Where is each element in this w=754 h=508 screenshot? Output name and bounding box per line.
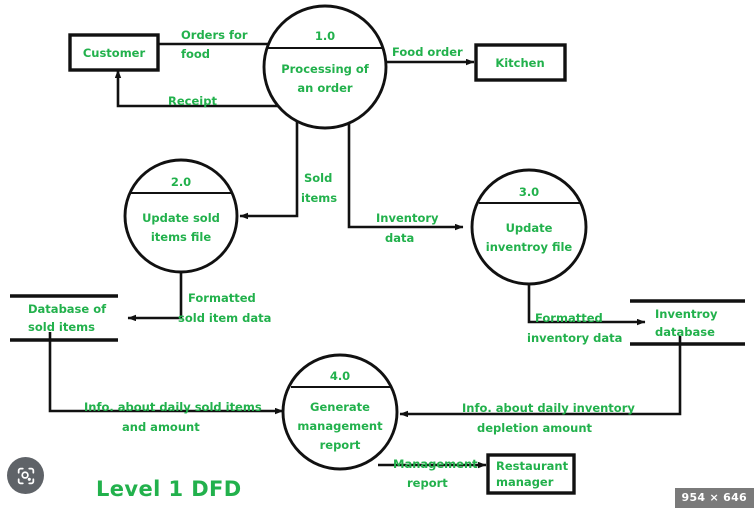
flow-food-order-line1: Food order <box>392 45 463 59</box>
process-4-label-line1: Generate <box>310 400 370 414</box>
image-size-badge: 954 × 646 <box>674 488 754 508</box>
flow-orders-for-food-line2: food <box>181 47 210 61</box>
flow-label-inventory-data: Inventory data <box>376 211 439 245</box>
flow-info-inv-line1: Info. about daily inventory <box>462 401 635 415</box>
flow-mgmt-report-line2: report <box>407 476 448 490</box>
flow-line-receipt <box>114 69 288 108</box>
flow-label-management-report: Management report <box>393 457 478 490</box>
flow-label-formatted-inventory-data: Formatted inventory data <box>527 311 622 345</box>
entity-restaurant-manager-label-line2: manager <box>496 475 554 489</box>
flow-sold-items-line2: items <box>301 191 337 205</box>
flow-line-info-daily-inventory <box>399 336 682 418</box>
datastore-inventory[interactable]: Inventroy database <box>630 299 745 346</box>
process-2[interactable]: 2.0 Update sold items file <box>123 158 239 274</box>
entity-restaurant-manager-label-line1: Restaurant <box>496 459 569 473</box>
flow-line-sold-items <box>239 122 299 220</box>
process-4-label-line3: report <box>320 438 361 452</box>
lens-icon[interactable] <box>7 457 44 494</box>
flow-label-formatted-sold-item-data: Formatted sold item data <box>178 291 271 325</box>
flow-formatted-inv-line1: Formatted <box>535 311 603 325</box>
flow-info-sold-line2: and amount <box>122 420 200 434</box>
datastore-inventory-label-line2: database <box>655 325 715 339</box>
flow-label-food-order: Food order <box>392 45 463 59</box>
flow-label-receipt: Receipt <box>168 94 217 108</box>
flow-formatted-sold-line2: sold item data <box>178 311 271 325</box>
flow-mgmt-report-line1: Management <box>393 457 478 471</box>
process-1-label-line2: an order <box>297 81 353 95</box>
flow-line-inventory-data <box>347 122 464 231</box>
process-2-label-line2: items file <box>151 230 212 244</box>
flow-line-info-daily-sold <box>48 332 284 415</box>
flow-info-inv-line2: depletion amount <box>477 421 593 435</box>
flow-info-sold-line1: Info. about daily sold items <box>84 400 262 414</box>
process-3[interactable]: 3.0 Update inventroy file <box>470 168 588 286</box>
entity-kitchen-label: Kitchen <box>495 56 544 70</box>
flow-label-info-daily-sold: Info. about daily sold items and amount <box>84 400 262 434</box>
datastore-sold-items-label-line2: sold items <box>28 320 95 334</box>
process-4-label-line2: management <box>297 419 383 433</box>
flow-label-info-daily-inventory: Info. about daily inventory depletion am… <box>462 401 635 435</box>
flow-label-sold-items: Sold items <box>301 171 337 205</box>
process-1-label-line1: Processing of <box>281 62 370 76</box>
datastore-sold-items[interactable]: Database of sold items <box>10 294 118 342</box>
flow-formatted-sold-line1: Formatted <box>188 291 256 305</box>
process-2-label-line1: Update sold <box>142 211 220 225</box>
flow-sold-items-line1: Sold <box>304 171 332 185</box>
process-1-number: 1.0 <box>315 29 335 43</box>
process-3-number: 3.0 <box>519 185 539 199</box>
process-3-label-line2: inventroy file <box>486 240 573 254</box>
flow-label-orders-for-food: Orders for food <box>181 28 248 61</box>
flow-inventory-data-line2: data <box>385 231 414 245</box>
lens-icon-glyph <box>17 467 34 484</box>
flow-receipt-line1: Receipt <box>168 94 217 108</box>
flow-line-formatted-sold-item-data <box>127 271 183 322</box>
flow-line-formatted-inventory-data <box>527 282 646 326</box>
entity-kitchen[interactable]: Kitchen <box>474 43 567 82</box>
process-3-label-line1: Update <box>506 221 553 235</box>
flow-orders-for-food-line1: Orders for <box>181 28 248 42</box>
process-4-number: 4.0 <box>330 369 350 383</box>
entity-customer-label: Customer <box>83 46 146 60</box>
entity-customer[interactable]: Customer <box>68 33 160 72</box>
flow-inventory-data-line1: Inventory <box>376 211 439 225</box>
process-1[interactable]: 1.0 Processing of an order <box>262 4 388 130</box>
page-title: Level 1 DFD <box>96 477 242 501</box>
datastore-inventory-label-line1: Inventroy <box>655 307 718 321</box>
flow-formatted-inv-line2: inventory data <box>527 331 622 345</box>
process-4[interactable]: 4.0 Generate management report <box>281 353 399 471</box>
process-2-number: 2.0 <box>171 175 191 189</box>
datastore-sold-items-label-line1: Database of <box>28 302 107 316</box>
entity-restaurant-manager[interactable]: Restaurant manager <box>486 453 576 495</box>
